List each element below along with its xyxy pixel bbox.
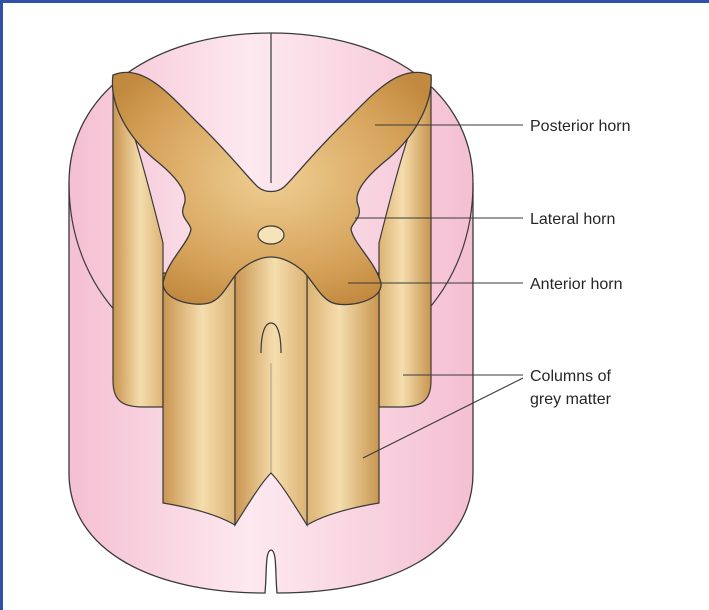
label-posterior-horn: Posterior horn xyxy=(530,118,631,135)
label-columns-line1: Columns of xyxy=(530,368,611,385)
central-canal xyxy=(258,226,284,244)
left-anterior-column xyxy=(163,273,235,525)
right-anterior-column xyxy=(307,273,379,525)
spinal-cord-diagram: Posterior horn Lateral horn Anterior hor… xyxy=(3,3,709,610)
label-columns-line2: grey matter xyxy=(530,391,612,408)
label-lateral-horn: Lateral horn xyxy=(530,211,615,228)
label-anterior-horn: Anterior horn xyxy=(530,276,623,293)
